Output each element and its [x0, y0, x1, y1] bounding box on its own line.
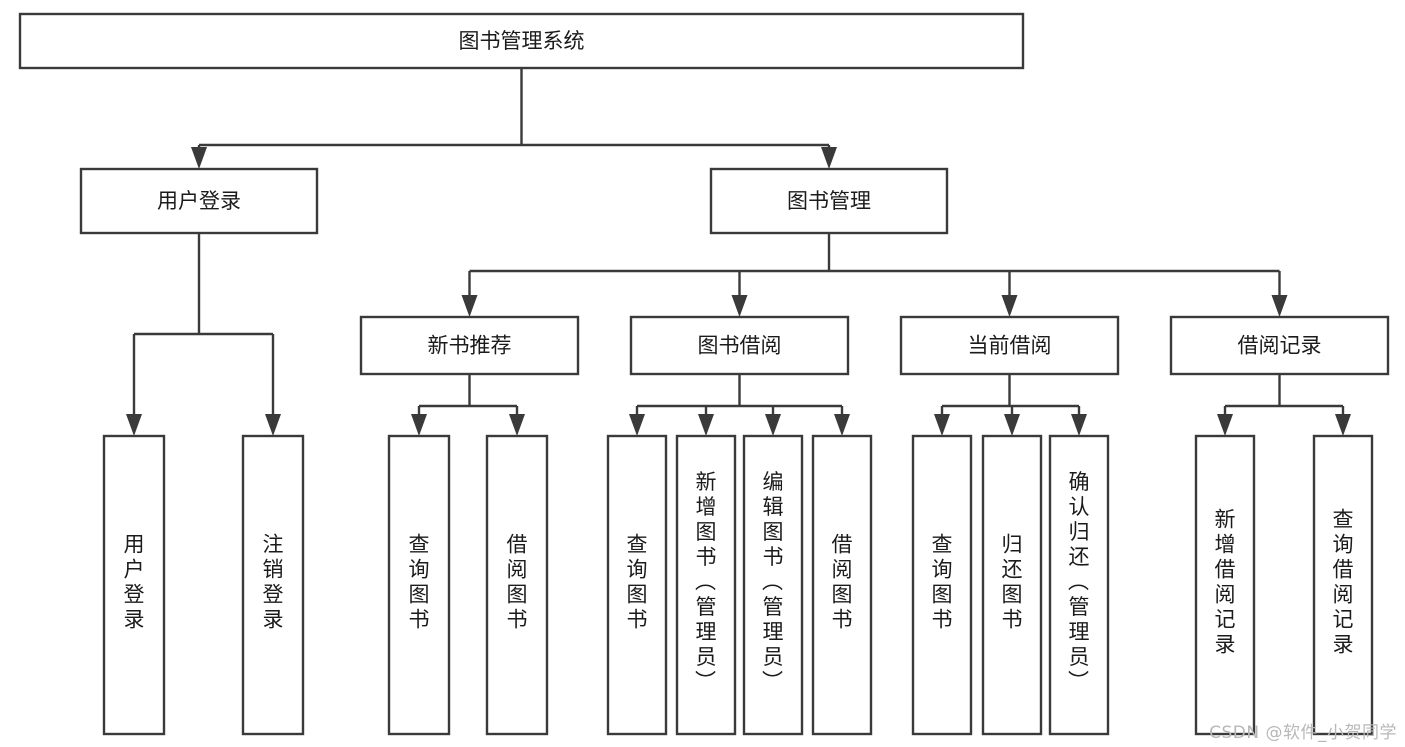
- node-label: 图书管理: [787, 189, 871, 213]
- node-label: 查询图书: [627, 533, 648, 632]
- node-label: 注销登录: [263, 533, 284, 632]
- arrow-head-icon: [1001, 295, 1018, 317]
- arrow-head-icon: [411, 414, 427, 436]
- arrow-head-icon: [834, 414, 850, 436]
- node-box: [1194, 434, 1256, 736]
- node-root[interactable]: 图书管理系统: [18, 12, 1025, 70]
- node-box: [18, 12, 1025, 70]
- node-box: [102, 434, 166, 736]
- node-box: [485, 434, 549, 736]
- node-label: 当前借阅: [968, 334, 1052, 358]
- node-box: [606, 434, 668, 736]
- node-box: [79, 167, 319, 235]
- node-current-borrow[interactable]: 当前借阅: [899, 315, 1120, 376]
- node-box: [911, 434, 973, 736]
- node-new-book-recommend[interactable]: 新书推荐: [359, 315, 580, 376]
- node-label: 查询借阅记录: [1333, 508, 1354, 657]
- arrow-head-icon: [191, 147, 207, 169]
- node-box: [899, 315, 1120, 376]
- arrow-head-icon: [821, 147, 837, 169]
- node-label: 用户登录: [124, 533, 145, 632]
- node-box: [1312, 434, 1374, 736]
- node-label: 确认归还（管理员）: [1068, 470, 1090, 694]
- node-leaf-add-record[interactable]: 新增借阅记录: [1194, 434, 1256, 736]
- node-label: 查询图书: [932, 533, 953, 632]
- node-label: 查询图书: [409, 533, 430, 632]
- node-box: [742, 434, 804, 736]
- node-box: [387, 434, 451, 736]
- arrow-head-icon: [1217, 414, 1233, 436]
- arrow-head-icon: [629, 414, 645, 436]
- node-box: [359, 315, 580, 376]
- node-leaf-return-book[interactable]: 归还图书: [981, 434, 1043, 736]
- node-borrow-record[interactable]: 借阅记录: [1169, 315, 1390, 376]
- node-label: 借阅图书: [507, 533, 528, 632]
- node-label: 归还图书: [1002, 533, 1023, 632]
- node-label: 用户登录: [157, 189, 241, 213]
- connector-layer: [126, 68, 1351, 436]
- arrow-head-icon: [509, 414, 525, 436]
- node-box: [981, 434, 1043, 736]
- arrow-head-icon: [1335, 414, 1351, 436]
- node-leaf-confirm-return[interactable]: 确认归还（管理员）: [1048, 434, 1110, 736]
- arrow-head-icon: [765, 414, 781, 436]
- node-label: 编辑图书（管理员）: [762, 470, 784, 694]
- node-leaf-query-record[interactable]: 查询借阅记录: [1312, 434, 1374, 736]
- node-leaf-query-book-borrow[interactable]: 查询图书: [606, 434, 668, 736]
- node-label: 图书管理系统: [459, 29, 585, 53]
- node-label: 借阅记录: [1238, 334, 1322, 358]
- node-box: [709, 167, 949, 235]
- arrow-head-icon: [265, 414, 281, 436]
- arrow-head-icon: [1004, 414, 1020, 436]
- node-leaf-query-book-rec[interactable]: 查询图书: [387, 434, 451, 736]
- node-layer: 图书管理系统用户登录图书管理新书推荐图书借阅当前借阅借阅记录用户登录注销登录查询…: [18, 12, 1390, 736]
- arrow-head-icon: [731, 295, 748, 317]
- node-leaf-borrow-book[interactable]: 借阅图书: [811, 434, 873, 736]
- node-book-borrow[interactable]: 图书借阅: [629, 315, 850, 376]
- node-leaf-add-book[interactable]: 新增图书（管理员）: [675, 434, 737, 736]
- node-label: 借阅图书: [832, 533, 853, 632]
- node-user-login[interactable]: 用户登录: [79, 167, 319, 235]
- arrow-head-icon: [934, 414, 950, 436]
- node-leaf-edit-book[interactable]: 编辑图书（管理员）: [742, 434, 804, 736]
- node-box: [1169, 315, 1390, 376]
- node-leaf-logout[interactable]: 注销登录: [241, 434, 305, 736]
- node-label: 新书推荐: [428, 334, 512, 358]
- node-box: [241, 434, 305, 736]
- arrow-head-icon: [126, 414, 142, 436]
- node-label: 图书借阅: [698, 334, 782, 358]
- node-book-manage[interactable]: 图书管理: [709, 167, 949, 235]
- node-leaf-query-book-cur[interactable]: 查询图书: [911, 434, 973, 736]
- node-box: [675, 434, 737, 736]
- node-label: 新增图书（管理员）: [695, 470, 717, 694]
- arrow-head-icon: [1071, 414, 1087, 436]
- node-leaf-user-login[interactable]: 用户登录: [102, 434, 166, 736]
- node-box: [811, 434, 873, 736]
- arrow-head-icon: [461, 295, 478, 317]
- node-box: [1048, 434, 1110, 736]
- arrow-head-icon: [698, 414, 714, 436]
- arrow-head-icon: [1271, 295, 1288, 317]
- node-label: 新增借阅记录: [1215, 508, 1236, 657]
- node-box: [629, 315, 850, 376]
- node-leaf-borrow-book-rec[interactable]: 借阅图书: [485, 434, 549, 736]
